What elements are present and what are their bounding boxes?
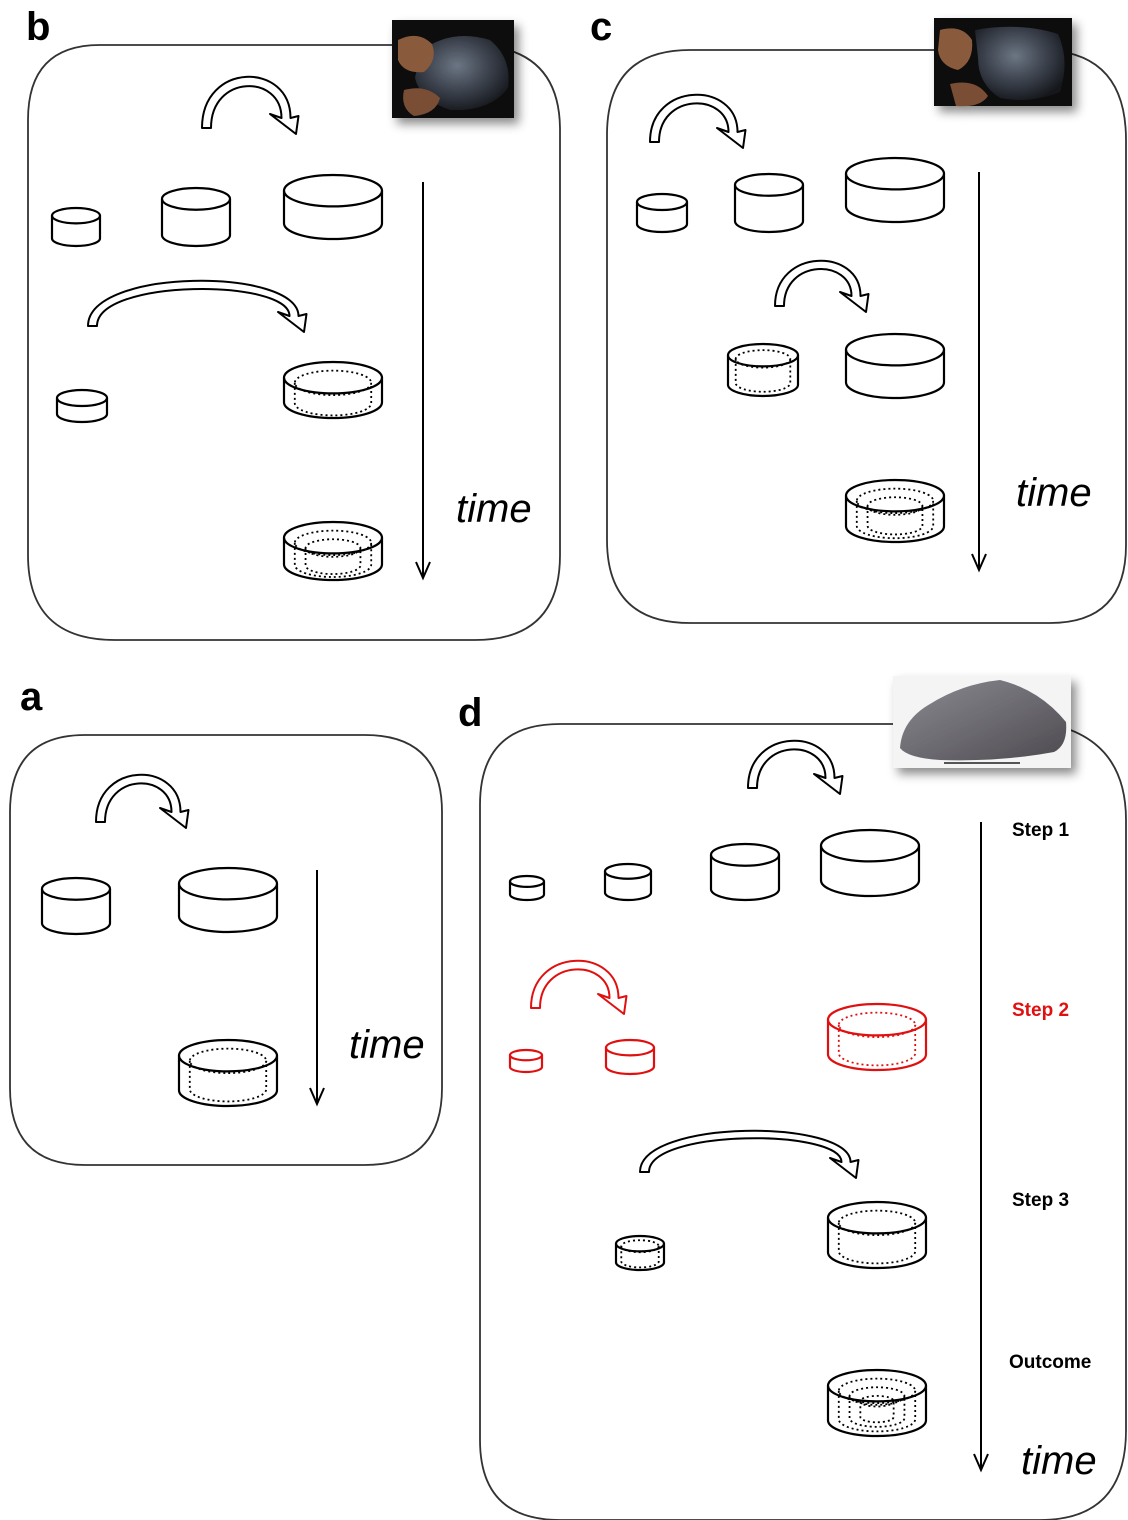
panel-c-cylinder-medium: [733, 172, 805, 234]
panel-b-time-arrow: [415, 182, 431, 581]
panel-c-time-arrow: [971, 172, 987, 573]
panel-d-cylinder-red-small: [508, 1048, 544, 1074]
panel-d-cylinder-3: [709, 842, 781, 902]
panel-a-nested-cylinder: [177, 1038, 279, 1108]
panel-c-frame: [606, 49, 1127, 624]
panel-b-cylinder-medium: [160, 186, 232, 248]
panel-c-cylinder-large-2: [844, 332, 946, 400]
panel-b-arrow-wide: [87, 279, 308, 333]
panel-d-outcome-label: Outcome: [1009, 1352, 1091, 1373]
panel-d-letter: d: [458, 691, 482, 735]
panel-d-arrow-step1: [747, 739, 844, 795]
panel-b: b time: [26, 5, 561, 641]
panel-b-cylinder-small-2: [55, 388, 109, 424]
panel-d-time-label: time: [1021, 1439, 1097, 1483]
panel-a-frame: [9, 734, 443, 1166]
panel-b-nested-cylinder-1: [282, 360, 384, 420]
panel-c-arrow-mid: [774, 259, 870, 313]
panel-c-cylinder-large: [844, 156, 946, 224]
panel-c-letter: c: [590, 5, 612, 49]
panel-c-cylinder-small: [635, 192, 689, 234]
panel-c-time-label: time: [1016, 471, 1092, 515]
panel-d-step-3-label: Step 3: [1012, 1190, 1069, 1211]
panel-c-nested-cylinder-large: [844, 478, 946, 544]
panel-d-nested-cylinder-red: [826, 1002, 928, 1072]
panel-b-nested-cylinder-2: [282, 520, 384, 582]
panel-c-photo: [934, 18, 1072, 107]
panel-d-step-2-label: Step 2: [1012, 1000, 1069, 1021]
panel-a-arrow: [95, 773, 190, 829]
panel-a-time-label: time: [349, 1023, 425, 1067]
panel-c: c time: [590, 5, 1127, 624]
panel-a-time-arrow: [309, 870, 325, 1107]
panel-d-photo: [893, 676, 1071, 768]
panel-d-arrow-step2: [530, 959, 628, 1015]
panel-b-frame: [27, 44, 561, 641]
panel-b-arrow-top: [201, 75, 300, 135]
panel-b-time-label: time: [456, 487, 532, 531]
panel-a-cylinder-large: [177, 866, 279, 934]
panel-a: a time: [9, 675, 443, 1166]
panel-d: d Step 1 Step 2 Step 3 Outcome time: [458, 676, 1127, 1520]
panel-b-letter: b: [26, 5, 50, 49]
panel-a-cylinder-medium: [40, 876, 112, 936]
panel-d-time-arrow: [973, 822, 989, 1473]
panel-d-step-1-label: Step 1: [1012, 820, 1069, 841]
panel-d-cylinder-4: [819, 828, 921, 898]
panel-d-nested-cylinder-outcome: [826, 1368, 928, 1438]
panel-d-cylinder-1: [508, 874, 546, 902]
panel-c-nested-cylinder-small: [726, 342, 800, 398]
panel-d-nested-cylinder-small: [614, 1234, 666, 1272]
panel-c-arrow-top: [649, 93, 747, 149]
panel-d-frame: [479, 723, 1127, 1520]
panel-b-cylinder-large: [282, 173, 384, 241]
panel-d-cylinder-2: [603, 862, 653, 902]
panel-d-cylinder-red-medium: [604, 1038, 656, 1076]
panel-d-nested-cylinder-large: [826, 1200, 928, 1270]
panel-b-photo: [392, 20, 514, 118]
panel-a-letter: a: [20, 675, 43, 719]
panel-d-arrow-step3: [639, 1129, 860, 1179]
panel-b-cylinder-small: [50, 206, 102, 248]
